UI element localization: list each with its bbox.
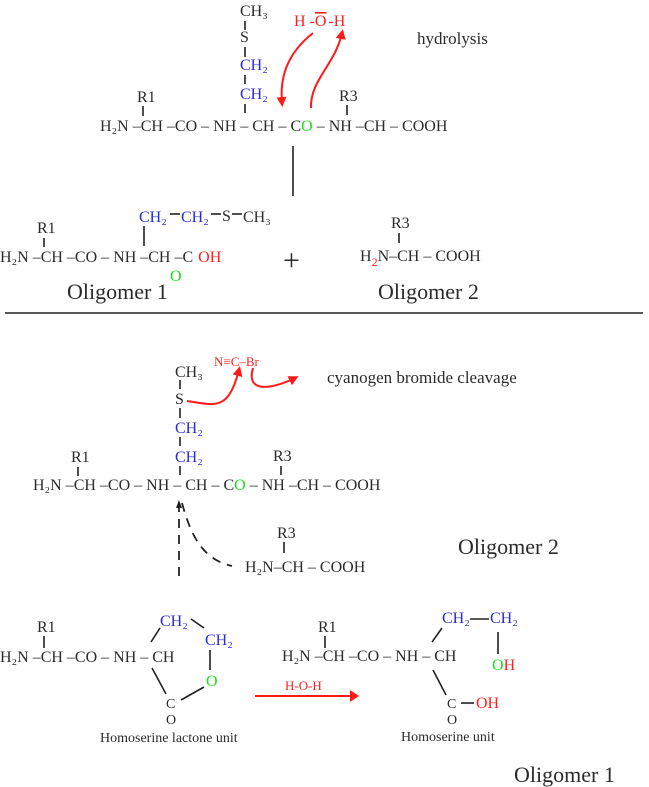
hydrolysis-section: hydrolysis CH₃ S CH₂ CH₂ H -O-H R1 R3 H₂… xyxy=(0,3,488,304)
side-ch2: CH₂ xyxy=(490,610,518,627)
water-h: -H xyxy=(328,13,345,30)
side-ch2: CH₂ xyxy=(442,610,470,627)
terminal-hydroxyl: OH xyxy=(492,657,516,674)
lactone-chain: H₂N –CH –CO – NH – CH xyxy=(0,649,175,666)
oligomer-2-label: Oligomer 2 xyxy=(378,279,479,304)
product-ch2: CH₂ xyxy=(181,209,209,226)
product-ch3: CH₃ xyxy=(243,209,271,226)
ring-ch2: CH₂ xyxy=(160,613,188,630)
product2-subscript: 2 xyxy=(372,255,378,269)
product-ch2: CH₂ xyxy=(139,209,167,226)
r1-label: R1 xyxy=(71,449,90,466)
ring-oxygen: O xyxy=(206,673,218,690)
carboxyl-oh: OH xyxy=(476,695,500,712)
bond xyxy=(150,627,161,643)
hydroxyl: OH xyxy=(198,249,222,266)
water-h: H - xyxy=(294,13,315,30)
homoserine-unit-label: Homoserine unit xyxy=(401,730,495,745)
r1-label: R1 xyxy=(37,220,56,237)
side-chain-ch3: CH₃ xyxy=(175,364,203,381)
hydroxyl-oxygen: O xyxy=(492,657,504,674)
bond xyxy=(151,667,167,695)
peptide-chain-right: – NH –CH – COOH xyxy=(316,118,448,135)
water-molecule: H -O-H xyxy=(294,13,346,30)
r3-label: R3 xyxy=(391,215,410,232)
carbonyl-oxygen: O xyxy=(170,268,182,285)
bond xyxy=(431,627,443,643)
r3-label: R3 xyxy=(277,525,296,542)
bond xyxy=(432,669,447,696)
carbonyl-oxygen: O xyxy=(447,713,457,728)
oligomer-1-label: Oligomer 1 xyxy=(67,279,168,304)
cnbr-section: cyanogen bromide cleavage N≡C–Br CH₃ S C… xyxy=(0,354,615,787)
water-o: O xyxy=(315,13,327,30)
cnbr-title: cyanogen bromide cleavage xyxy=(327,368,517,387)
r1-label: R1 xyxy=(37,619,56,636)
r1-label: R1 xyxy=(318,619,337,636)
red-arrow-icon xyxy=(309,29,346,109)
hydrolysis-title: hydrolysis xyxy=(417,29,488,48)
carboxyl-carbon: C xyxy=(447,697,456,712)
red-arrow-icon xyxy=(250,367,299,388)
product1-formula: H₂N –CH –CO – NH –CH –C OH xyxy=(0,249,222,266)
hydroxyl-hydrogen: H xyxy=(504,657,516,674)
cyanogen-bromide: N≡C–Br xyxy=(214,354,260,369)
plus-sign: + xyxy=(283,244,300,277)
homoserine-chain: H₂N –CH –CO – NH – CH xyxy=(282,648,457,665)
side-chain-ch2: CH₂ xyxy=(240,57,268,74)
red-arrow-icon xyxy=(276,32,314,107)
oligomer-1-label: Oligomer 1 xyxy=(514,762,615,787)
r3-label: R3 xyxy=(273,448,292,465)
product2-formula: H₂N–CH – COOH xyxy=(245,559,366,576)
r3-label: R3 xyxy=(339,88,358,105)
peptide-chain: H₂N –CH –CO – NH – CH – CO– NH –CH – COO… xyxy=(33,477,381,494)
peptide-chain-left: H₂N –CH –CO – NH – CH – C xyxy=(33,477,234,494)
peptide-chain-left: H₂N –CH –CO – NH – CH – C xyxy=(100,118,301,135)
side-chain-ch2: CH₂ xyxy=(175,420,203,437)
side-chain-s: S xyxy=(240,29,249,46)
cleavage-dashed-curve xyxy=(181,502,233,567)
r1-label: R1 xyxy=(137,89,156,106)
bond xyxy=(190,618,205,629)
product2-h: H xyxy=(360,248,372,265)
homoserine-lactone-label: Homoserine lactone unit xyxy=(100,731,238,746)
carbonyl-oxygen: O xyxy=(301,118,313,135)
carbonyl-oxygen: O xyxy=(234,477,246,494)
product2-formula: H2N–CH – COOH xyxy=(360,248,481,269)
side-chain-ch2: CH₂ xyxy=(240,86,268,103)
oligomer-2-label: Oligomer 2 xyxy=(458,534,559,559)
product-s: S xyxy=(222,208,231,225)
peptide-chain: H₂N –CH –CO – NH – CH – CO– NH –CH – COO… xyxy=(100,118,448,135)
product1-chain: H₂N –CH –CO – NH –CH –C xyxy=(0,249,193,266)
product2-rest: N–CH – COOH xyxy=(378,248,482,265)
bond xyxy=(180,686,205,701)
red-arrow-icon xyxy=(186,366,243,406)
arrowhead-icon xyxy=(350,690,359,702)
ring-carbon: C xyxy=(166,697,175,712)
side-chain-s: S xyxy=(175,391,184,408)
reaction-arrow-label: H-O-H xyxy=(285,678,322,693)
ring-ch2: CH₂ xyxy=(205,632,233,649)
arrowhead-icon xyxy=(176,500,182,508)
peptide-chain-right: – NH –CH – COOH xyxy=(249,477,381,494)
side-chain-ch2: CH₂ xyxy=(175,449,203,466)
carbonyl-oxygen: O xyxy=(166,713,176,728)
side-chain-ch3: CH₃ xyxy=(240,3,268,20)
